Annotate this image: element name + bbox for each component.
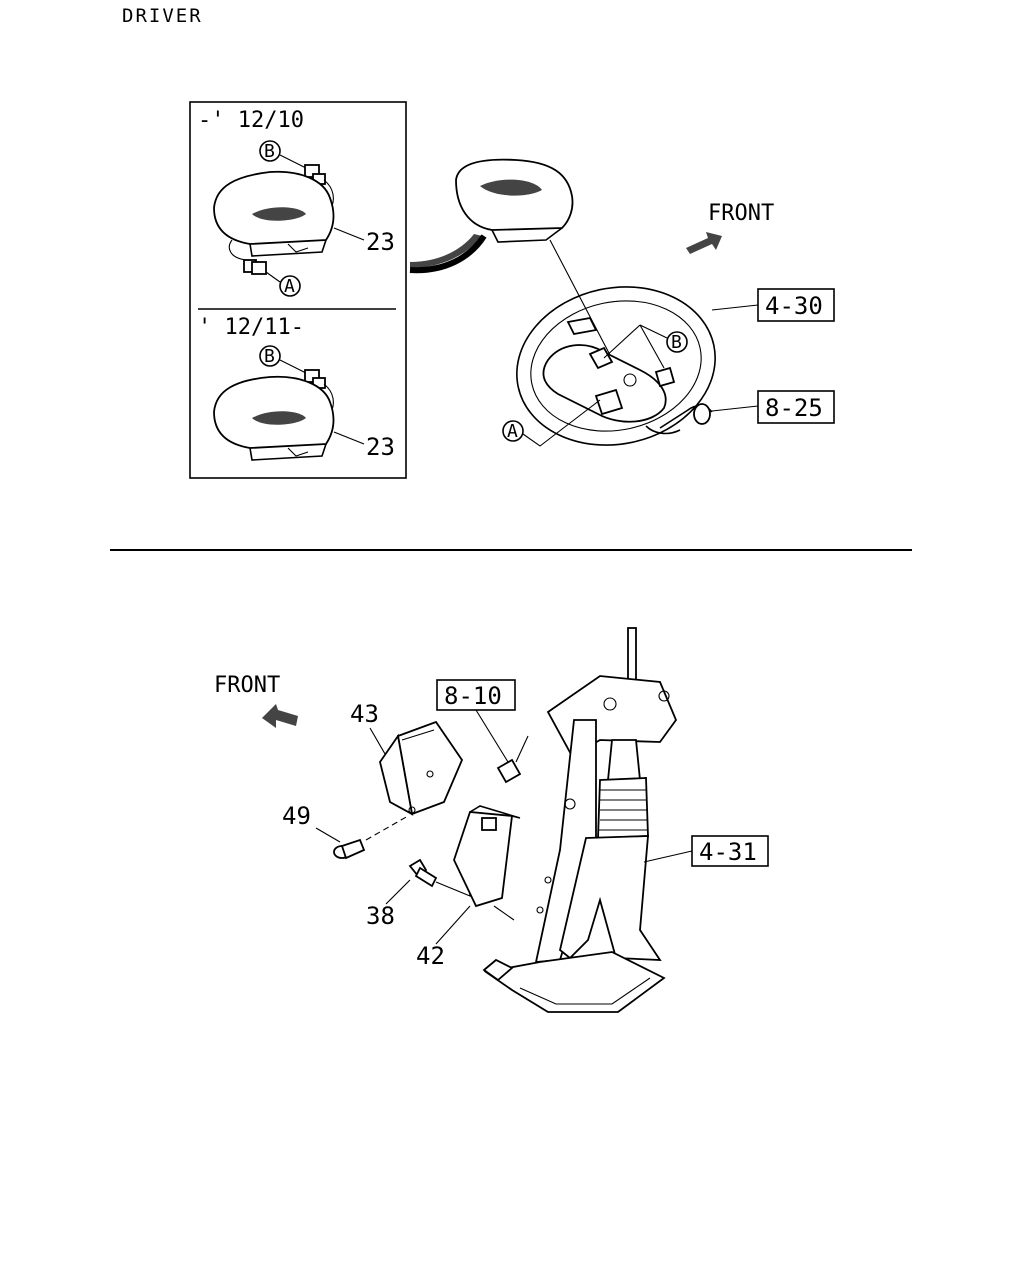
airbag-variant-early: -' 12/10 B 23 A [198,108,395,297]
ref-8-25: 8-25 [765,394,823,422]
part-49-label: 49 [282,802,311,830]
part-42-label: 42 [416,942,445,970]
airbag-emblem-late [252,411,306,425]
bolt-38 [408,858,438,888]
callout-b-circle [259,140,281,162]
steering-column [482,627,678,1013]
column-base-flange [483,951,666,1013]
front-label-bottom: FRONT [214,673,280,698]
bottom-section: FRONT 8-10 43 49 38 [214,627,769,1013]
front-arrow-bottom [262,704,298,728]
variant-early-label: -' 12/10 [198,108,304,133]
module-42 [453,805,521,921]
front-label-top: FRONT [708,201,774,226]
callout-b-late-text: B [264,346,275,367]
callout-b-late-circle [259,345,281,367]
inset-box [189,101,407,479]
airbag-pad-main [455,158,574,243]
ref-4-30: 4-30 [765,292,823,320]
airbag-variant-late: ' 12/11- B 23 [198,315,395,461]
page-title: DRIVER [122,5,203,27]
front-arrow-top [686,232,722,254]
airbag-emblem-early [252,207,306,221]
variant-late-label: ' 12/11- [198,315,304,340]
wheel-callout-a-circle [502,420,524,442]
ref-box-8-25 [757,390,835,424]
part-23-late: 23 [366,433,395,461]
ref-4-31: 4-31 [699,838,757,866]
steering-wheel [516,286,716,446]
bolt-49 [333,838,366,860]
wheel-callout-a-text: A [507,421,518,442]
callout-a-text: A [284,276,295,297]
sensor-8-10 [496,758,522,784]
callout-a-circle [279,275,301,297]
bracket-43 [379,720,464,816]
column-shaft-stub [693,403,711,425]
wheel-callout-b-circle [666,331,688,353]
inset-pointer-arrow [410,234,482,268]
part-23-early: 23 [366,228,395,256]
part-38-label: 38 [366,902,395,930]
wheel-callout-b-text: B [671,332,682,353]
part-43-label: 43 [350,700,379,728]
top-section: -' 12/10 B 23 A ' 12/11- [189,101,835,479]
ref-8-10: 8-10 [444,682,502,710]
callout-b-text: B [264,141,275,162]
